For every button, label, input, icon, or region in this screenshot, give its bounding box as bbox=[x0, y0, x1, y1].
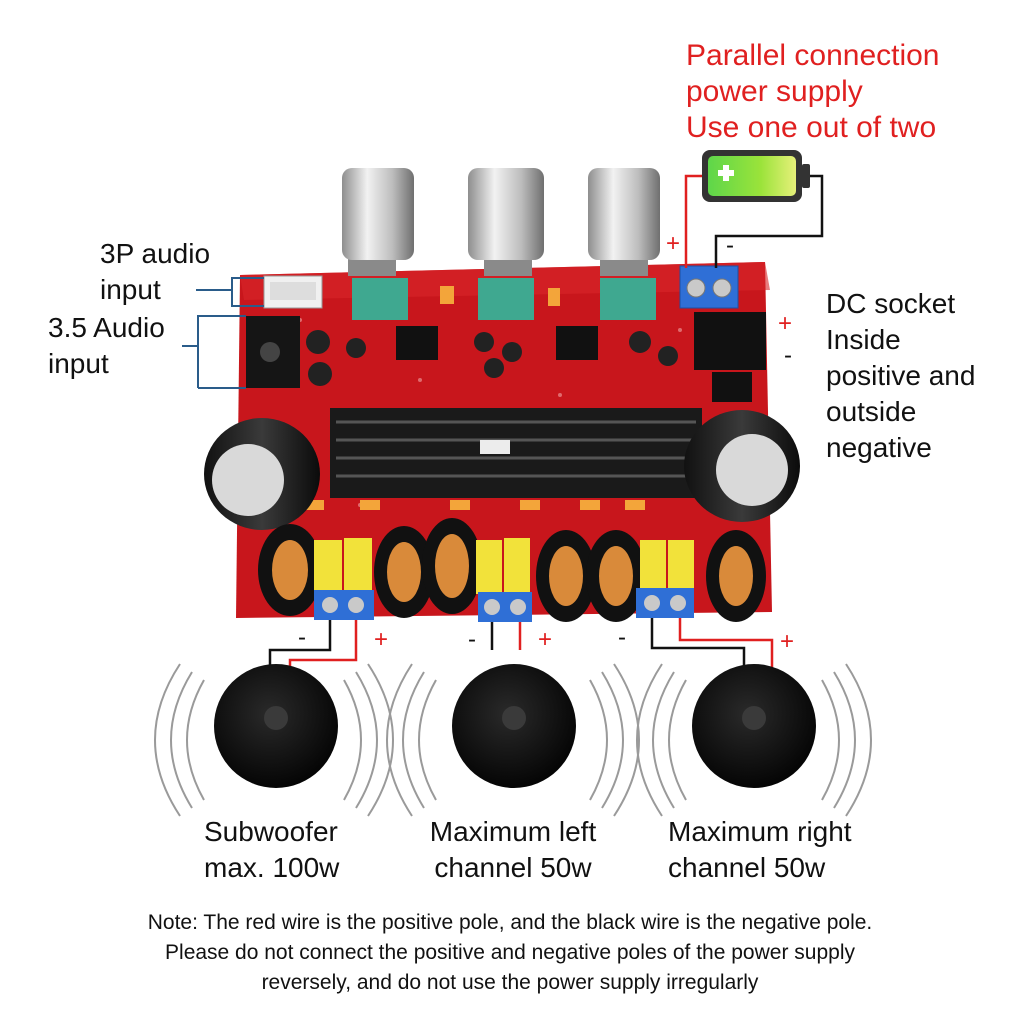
note-line-1: Note: The red wire is the positive pole,… bbox=[147, 911, 873, 934]
dc-line-2: Inside bbox=[826, 324, 901, 355]
power-line-1: Parallel connection bbox=[686, 39, 940, 72]
power-line-2: power supply bbox=[686, 75, 863, 108]
jack-line-2: input bbox=[48, 348, 109, 379]
capacitor-left bbox=[204, 418, 320, 530]
power-supply-note: Parallel connection power supply Use one… bbox=[686, 38, 940, 146]
dc-socket-label: DC socket Inside positive and outside ne… bbox=[826, 286, 975, 466]
dc-socket bbox=[694, 312, 766, 370]
speaker-wires bbox=[268, 618, 774, 672]
subwoofer-line-1: Subwoofer bbox=[204, 816, 338, 847]
left-line-2: channel 50w bbox=[434, 852, 592, 883]
terminal-left bbox=[478, 592, 532, 622]
subwoofer-label: Subwoofer max. 100w bbox=[204, 814, 339, 886]
jack-line-1: 3.5 Audio bbox=[48, 312, 165, 343]
dc-line-1: DC socket bbox=[826, 288, 956, 319]
dc-line-5: negative bbox=[826, 432, 932, 463]
right-plus-mark: + bbox=[780, 628, 795, 655]
speaker-right bbox=[636, 663, 872, 817]
left-minus-mark: - bbox=[468, 626, 476, 653]
chips bbox=[304, 286, 752, 510]
sub-minus-mark: - bbox=[298, 624, 306, 651]
3p-audio-connector bbox=[263, 275, 323, 309]
input-leaders bbox=[182, 277, 264, 389]
left-channel-label: Maximum left channel 50w bbox=[400, 814, 626, 886]
knob-1 bbox=[342, 168, 414, 320]
power-plus-mark: + bbox=[666, 230, 681, 257]
terminal-subwoofer bbox=[314, 590, 374, 620]
dc-line-4: outside bbox=[826, 396, 917, 427]
battery-icon bbox=[702, 150, 810, 202]
wiring-note: Note: The red wire is the positive pole,… bbox=[20, 908, 1000, 998]
speaker-terminals bbox=[314, 588, 694, 622]
note-line-3: reversely, and do not use the power supp… bbox=[261, 971, 759, 994]
terminal-right bbox=[636, 588, 694, 618]
power-line-3: Use one out of two bbox=[686, 111, 937, 144]
right-line-1: Maximum right bbox=[668, 816, 852, 847]
3-5mm-audio-jack bbox=[246, 316, 300, 388]
heatsink bbox=[330, 408, 702, 498]
left-line-1: Maximum left bbox=[429, 816, 597, 847]
subwoofer-line-2: max. 100w bbox=[204, 852, 340, 883]
3p-line-1: 3P audio bbox=[100, 238, 211, 269]
right-line-2: channel 50w bbox=[668, 852, 826, 883]
dc-line-3: positive and bbox=[826, 360, 976, 391]
power-minus-mark: - bbox=[726, 232, 734, 259]
right-minus-mark: - bbox=[618, 624, 626, 651]
speaker-left bbox=[386, 663, 640, 817]
dc-plus-mark: + bbox=[778, 310, 793, 337]
left-plus-mark: + bbox=[538, 626, 553, 653]
right-channel-label: Maximum right channel 50w bbox=[668, 814, 852, 886]
output-inductors bbox=[258, 518, 766, 622]
power-wires bbox=[684, 174, 824, 268]
power-terminal bbox=[679, 265, 739, 309]
3-5-audio-input-label: 3.5 Audio input bbox=[48, 310, 165, 382]
3p-audio-input-label: 3P audio input bbox=[100, 236, 210, 308]
dc-minus-mark: - bbox=[784, 342, 792, 369]
speaker-subwoofer bbox=[154, 663, 394, 817]
sub-plus-mark: + bbox=[374, 626, 389, 653]
3p-line-2: input bbox=[100, 274, 161, 305]
note-line-2: Please do not connect the positive and n… bbox=[165, 941, 855, 964]
volume-knobs bbox=[342, 168, 660, 320]
knob-3 bbox=[588, 168, 660, 320]
knob-2 bbox=[468, 168, 544, 320]
capacitor-right bbox=[684, 410, 800, 522]
